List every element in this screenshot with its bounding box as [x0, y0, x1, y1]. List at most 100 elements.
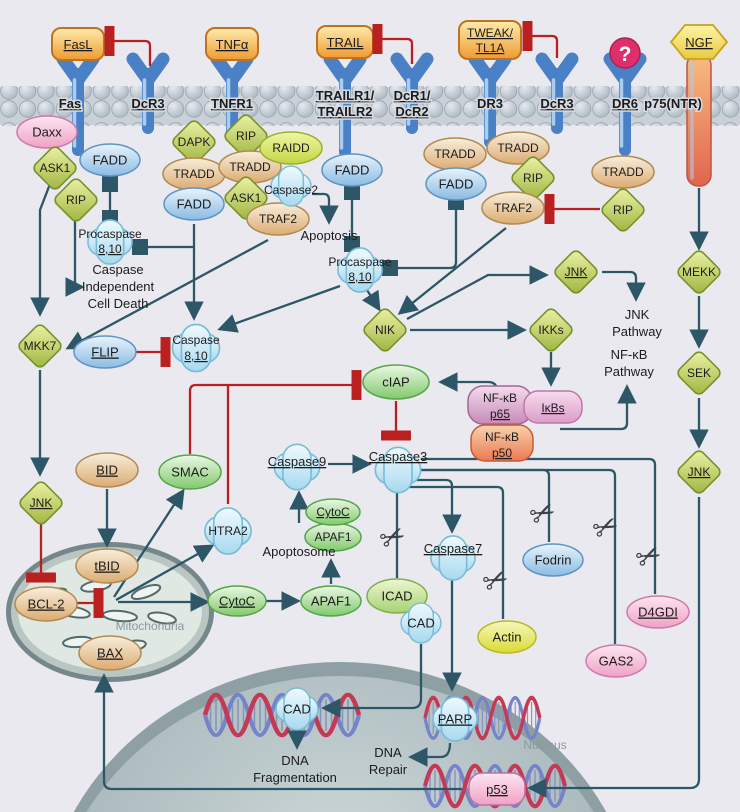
- node-cad-nuclear[interactable]: CAD: [275, 687, 319, 731]
- node-raidd[interactable]: RAIDD: [259, 131, 323, 165]
- node-apaf1-apoptosome[interactable]: APAF1: [304, 522, 362, 552]
- node-p53[interactable]: p53: [468, 772, 526, 806]
- node-daxx[interactable]: Daxx: [16, 115, 78, 149]
- ligand-ngf[interactable]: NGF: [669, 24, 729, 60]
- label-dcr3-right[interactable]: DcR3: [539, 95, 575, 113]
- node-jnk-right[interactable]: JNK: [674, 447, 724, 497]
- node-nik[interactable]: NIK: [360, 305, 410, 355]
- label-dcr1[interactable]: DcR1/: [392, 87, 432, 105]
- receptor-tnfr1[interactable]: [210, 52, 254, 140]
- label-jnk-pathway-2: Pathway: [612, 324, 662, 339]
- node-fodrin[interactable]: Fodrin: [522, 543, 584, 577]
- node-ask1-fas[interactable]: ASK1: [30, 143, 80, 193]
- arrow-cad-to-nuclear-cad: [321, 644, 423, 718]
- label-p75ntr[interactable]: p75(NTR): [643, 95, 704, 113]
- node-fadd-trail[interactable]: FADD: [321, 153, 383, 187]
- node-caspase2[interactable]: Caspase2: [264, 165, 318, 207]
- label-dcr3-left[interactable]: DcR3: [130, 95, 166, 113]
- node-tradd-dcr3[interactable]: TRADD: [486, 131, 550, 165]
- node-bid[interactable]: BID: [75, 452, 139, 488]
- label-dcr2[interactable]: DcR2: [394, 103, 430, 121]
- node-caspase9[interactable]: Caspase9: [268, 443, 327, 491]
- node-tbid[interactable]: tBID: [75, 548, 139, 584]
- receptor-p75ntr[interactable]: [686, 53, 712, 187]
- svg-text:TNFα[interactable]: TNFα: [216, 37, 249, 52]
- node-mekk[interactable]: MEKK: [674, 247, 724, 297]
- node-ciap[interactable]: cIAP: [362, 364, 430, 400]
- label-dr6[interactable]: DR6: [610, 95, 639, 113]
- label-trailr1[interactable]: TRAILR1/: [314, 87, 376, 105]
- node-tradd-dr6[interactable]: TRADD: [591, 155, 655, 189]
- node-bax[interactable]: BAX: [78, 635, 142, 671]
- label-tnfr1[interactable]: TNFR1: [210, 95, 255, 113]
- svg-text:TWEAK/[interactable]: TWEAK/: [467, 26, 514, 40]
- node-dapk[interactable]: DAPK: [169, 117, 219, 167]
- svg-text:TRADD: TRADD: [602, 165, 644, 179]
- arrow-ask1-to-mkk7: [30, 183, 52, 317]
- node-ask1-tnfr1[interactable]: ASK1: [221, 173, 271, 223]
- node-icad[interactable]: ICAD: [366, 578, 428, 614]
- node-flip[interactable]: FLIP: [73, 335, 137, 369]
- svg-text:Caspase9: Caspase9: [268, 454, 327, 469]
- ligand-unknown[interactable]: ?: [609, 37, 641, 69]
- node-parp[interactable]: PARP: [432, 696, 478, 742]
- svg-text:GAS2: GAS2: [599, 654, 634, 669]
- node-rip-dr6[interactable]: RIP: [598, 185, 648, 235]
- node-htra2[interactable]: HTRA2: [204, 507, 252, 555]
- receptor-dcr3-right[interactable]: [535, 52, 579, 134]
- node-jnk-left[interactable]: JNK: [16, 478, 66, 528]
- receptor-dr3[interactable]: [468, 52, 512, 148]
- node-ikbs[interactable]: IκBs: [523, 390, 583, 424]
- ligand-trail[interactable]: TRAIL: [316, 25, 374, 59]
- label-dr3[interactable]: DR3: [475, 95, 504, 113]
- node-fadd-fas[interactable]: FADD: [79, 143, 141, 177]
- node-tradd2-tnfr1[interactable]: TRADD: [218, 150, 282, 184]
- node-mkk7[interactable]: MKK7: [15, 321, 65, 371]
- node-tradd-tnfr1[interactable]: TRADD: [162, 157, 226, 191]
- node-caspase7[interactable]: Caspase7: [424, 535, 483, 581]
- node-caspase3[interactable]: Caspase3: [369, 446, 428, 494]
- svg-text:TRAIL[interactable]: TRAIL: [327, 35, 364, 50]
- node-rip-dcr3[interactable]: RIP: [508, 153, 558, 203]
- node-sek[interactable]: SEK: [674, 348, 724, 398]
- ligand-tnfa[interactable]: TNFα: [205, 27, 259, 61]
- node-traf2-tnfr1[interactable]: TRAF2: [246, 202, 310, 236]
- node-fadd-tnfr1[interactable]: FADD: [163, 187, 225, 221]
- node-bcl2[interactable]: BCL-2: [14, 586, 78, 622]
- inhibit-dcr3-fasl: [104, 26, 152, 66]
- svg-text:FasL[interactable]: FasL: [64, 37, 93, 52]
- node-actin[interactable]: Actin: [477, 620, 537, 654]
- node-cad-cyto[interactable]: CAD: [400, 602, 442, 644]
- svg-text:NGF[interactable]: NGF: [685, 35, 713, 50]
- node-jnk-top[interactable]: JNK: [551, 247, 601, 297]
- node-rip-fas[interactable]: RIP: [51, 175, 101, 225]
- receptor-dcr3-left[interactable]: [126, 52, 170, 134]
- node-apaf1-lower[interactable]: APAF1: [300, 585, 362, 617]
- node-rip-tnfr1[interactable]: RIP: [221, 111, 271, 161]
- arrow-mito-to-htra2: [115, 544, 215, 602]
- node-traf2-dcr3[interactable]: TRAF2: [481, 191, 545, 225]
- node-tradd-dr3[interactable]: TRADD: [423, 137, 487, 171]
- label-trailr2[interactable]: TRAILR2: [316, 103, 374, 121]
- receptor-dcr1-2[interactable]: [390, 52, 434, 134]
- node-fadd-dr3[interactable]: FADD: [425, 167, 487, 201]
- node-cytoc-mito[interactable]: CytoC: [207, 585, 267, 617]
- arrow-procaspase810-to-nik: [361, 289, 381, 312]
- svg-text:RIP: RIP: [66, 193, 86, 207]
- receptor-trailr1-2[interactable]: [323, 52, 367, 158]
- node-d4gdi[interactable]: D4GDI: [626, 595, 690, 629]
- node-gas2[interactable]: GAS2: [585, 644, 647, 678]
- ligand-fasl[interactable]: FasL: [51, 27, 105, 61]
- node-cytoc-apoptosome[interactable]: CytoC: [305, 498, 361, 526]
- svg-text:TL1A[interactable]: TL1A: [476, 41, 505, 55]
- node-smac[interactable]: SMAC: [158, 454, 222, 490]
- svg-text:?[interactable]: ?: [619, 43, 632, 66]
- label-fas[interactable]: Fas: [57, 95, 82, 113]
- ligand-tweak-tl1a[interactable]: TWEAK/TL1A: [458, 20, 522, 60]
- node-ikks[interactable]: IKKs: [526, 305, 576, 355]
